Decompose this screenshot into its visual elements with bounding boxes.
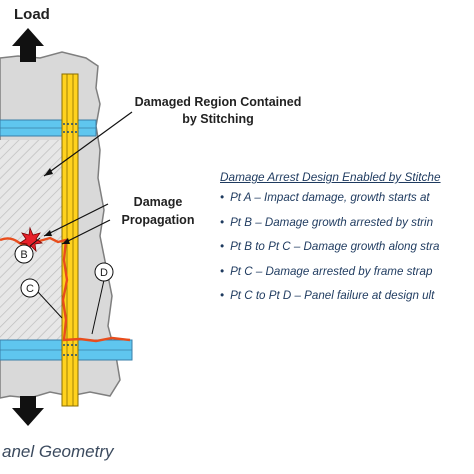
load-label-top: Load: [14, 6, 50, 23]
point-d-leader: [91, 279, 105, 335]
legend-item: • Pt C – Damage arrested by frame strap: [220, 264, 474, 279]
stitch-marks: [63, 123, 77, 356]
legend-item-text: Pt B – Damage growth arrested by strin: [230, 215, 434, 229]
legend-item: • Pt B to Pt C – Damage growth along stra: [220, 239, 474, 254]
legend-item-text: Pt C – Damage arrested by frame strap: [230, 264, 433, 278]
point-c-leader: [37, 291, 63, 319]
bullet-icon: •: [220, 240, 225, 254]
load-arrow-down-icon: [12, 396, 44, 426]
point-c-label: C: [26, 283, 34, 295]
point-c-marker: [20, 278, 40, 298]
legend-title: Damage Arrest Design Enabled by Stitche: [220, 170, 441, 184]
point-b-label: B: [20, 249, 27, 261]
bullet-icon: •: [220, 289, 225, 303]
bullet-icon: •: [220, 215, 225, 229]
legend-item-text: Pt C to Pt D – Panel failure at design u…: [230, 289, 435, 303]
point-b-leader: [29, 237, 41, 247]
arrowheads: [44, 168, 70, 244]
legend-item: • Pt C to Pt D – Panel failure at design …: [220, 288, 474, 303]
bullet-icon: •: [220, 264, 225, 278]
legend-item-text: Pt B to Pt C – Damage growth along stra: [230, 240, 440, 254]
damage-propagation-label: Damage Propagation: [121, 195, 195, 227]
point-d-marker: [94, 262, 114, 282]
damaged-region-label: Damaged Region Contained by Stitching: [134, 95, 302, 126]
load-arrow-up-icon: [12, 28, 44, 62]
point-d-label: D: [100, 267, 108, 279]
legend-item-text: Pt A – Impact damage, growth starts at: [230, 191, 430, 204]
legend-item: • Pt B – Damage growth arrested by strin: [220, 215, 474, 230]
legend-item: • Pt A – Impact damage, growth starts at: [220, 190, 474, 205]
legend: Damage Arrest Design Enabled by Stitche …: [220, 170, 474, 313]
bullet-icon: •: [220, 191, 225, 204]
impact-star-icon: [18, 226, 44, 253]
leader-lines: [43, 111, 133, 245]
point-b-marker: [14, 244, 34, 264]
panel-geometry-title: anel Geometry: [2, 442, 114, 461]
